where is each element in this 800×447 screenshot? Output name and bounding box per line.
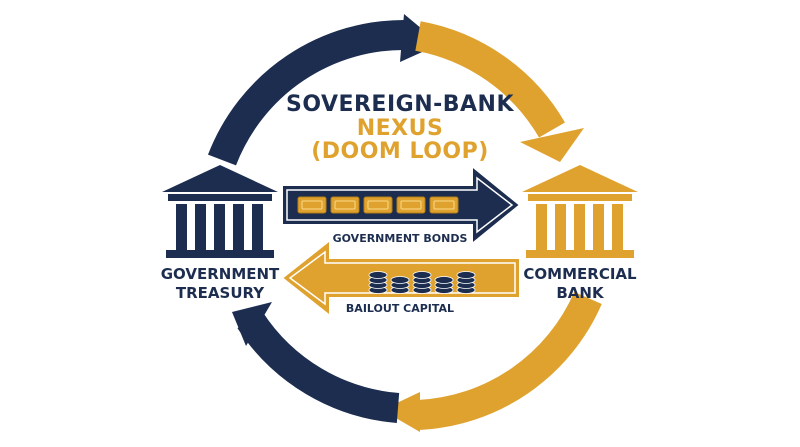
coin-stack-icon xyxy=(368,271,388,294)
coin-stack-icon xyxy=(412,271,432,294)
bailout-flow-label: BAILOUT CAPITAL xyxy=(345,302,455,315)
diagram-title-line-2: NEXUS xyxy=(356,116,444,141)
treasury-label: GOVERNMENT TREASURY xyxy=(140,265,300,303)
coin-stack-icon xyxy=(390,276,410,294)
bond-certificate-icon xyxy=(363,196,393,214)
coin-stack-icon xyxy=(456,271,476,294)
cycle-arrowhead-left xyxy=(232,302,272,346)
cycle-arrowhead-right xyxy=(520,128,584,162)
bank-label-line-2: BANK xyxy=(556,284,604,302)
bank-label-line-1: COMMERCIAL xyxy=(523,265,637,283)
bond-certificate-icon xyxy=(330,196,360,214)
cycle-arc-bottom-left xyxy=(237,311,400,423)
cycle-arc-top-right xyxy=(415,21,565,138)
treasury-label-line-2: TREASURY xyxy=(175,284,265,302)
cycle-arc-top-left xyxy=(208,19,409,166)
cycle-arc-bottom-right xyxy=(417,291,602,430)
diagram-title-line-1: SOVEREIGN-BANK xyxy=(285,92,515,117)
bank-building-icon xyxy=(522,165,638,258)
bank-label: COMMERCIAL BANK xyxy=(500,265,660,303)
bailout-flow-arrow xyxy=(280,237,521,319)
bonds-flow-arrow xyxy=(281,163,522,247)
bond-certificates-group xyxy=(297,196,459,214)
coin-stack-icon xyxy=(434,276,454,294)
treasury-building-icon xyxy=(162,165,278,258)
bond-certificate-icon xyxy=(396,196,426,214)
coin-stacks-group xyxy=(368,271,476,294)
treasury-label-line-1: GOVERNMENT xyxy=(160,265,280,283)
cycle-arrowhead-bottom xyxy=(382,392,420,432)
bond-certificate-icon xyxy=(297,196,327,214)
bonds-flow-label: GOVERNMENT BONDS xyxy=(332,232,468,245)
bond-certificate-icon xyxy=(429,196,459,214)
diagram-title-line-3: (DOOM LOOP) xyxy=(311,139,489,164)
